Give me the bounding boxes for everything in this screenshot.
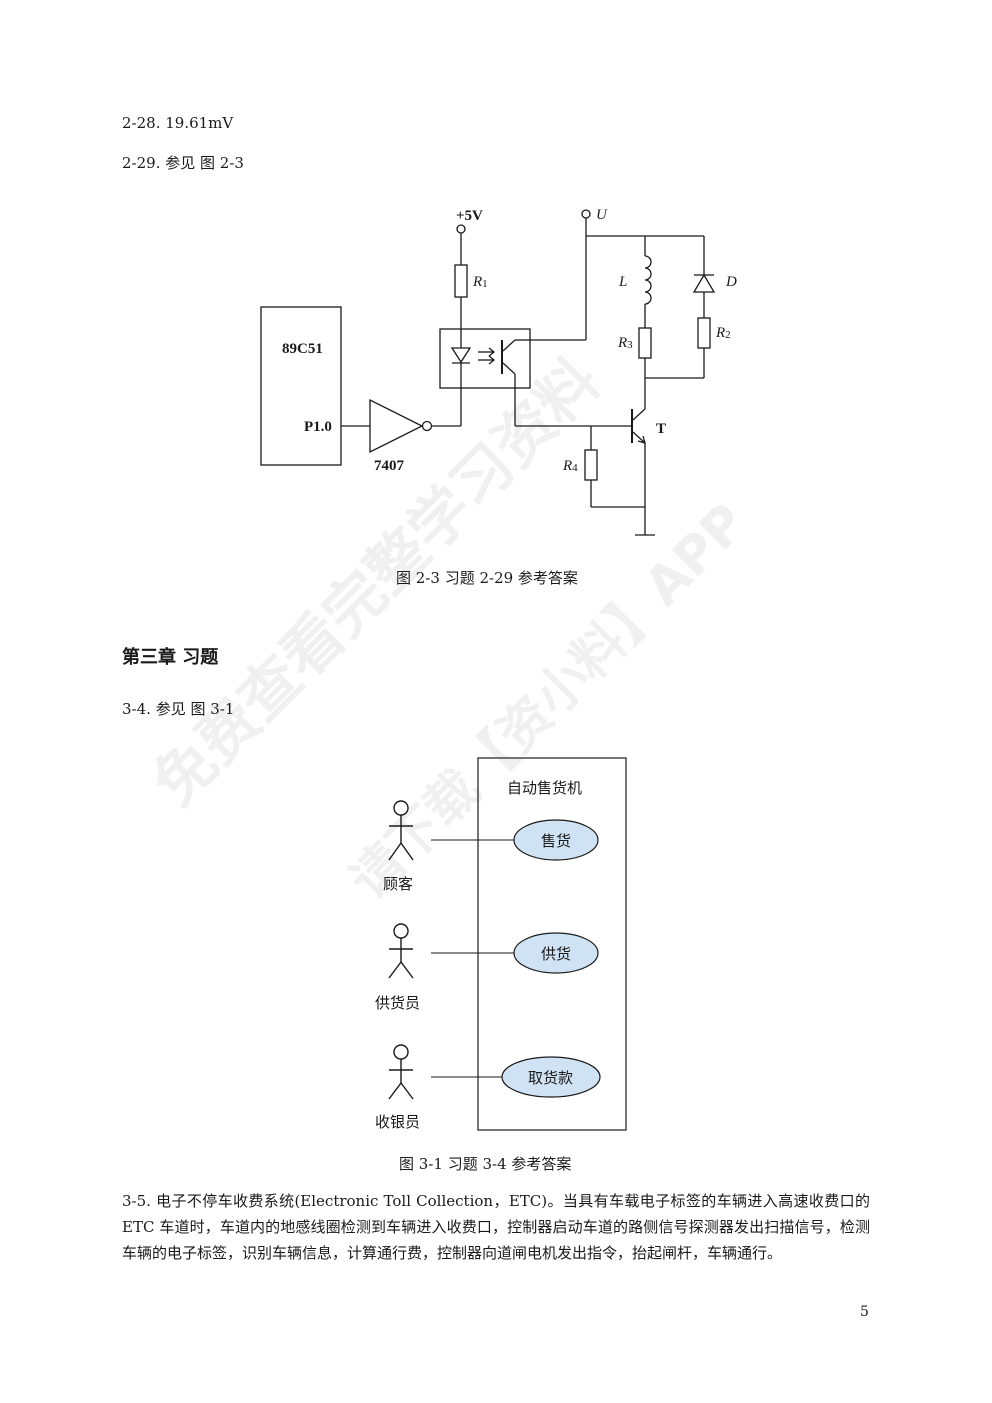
actor-icon-cashier (388, 1044, 414, 1100)
system-name: 自动售货机 (507, 779, 582, 797)
actor-label-customer: 顾客 (383, 875, 413, 893)
actor-icon-supplier (388, 923, 414, 979)
label-l: L (618, 274, 627, 290)
actor-label-supplier: 供货员 (375, 994, 420, 1012)
label-chip-89c51: 89C51 (282, 341, 323, 357)
label-u: U (596, 207, 608, 223)
label-plus5v: +5V (456, 208, 483, 224)
figure-2-3-caption: 图 2-3 习题 2-29 参考答案 (396, 569, 578, 587)
answer-2-29: 2-29. 参见 图 2-3 (122, 154, 244, 172)
chip-89c51-box (260, 306, 342, 466)
optocoupler-box (439, 328, 531, 389)
led-symbol (450, 347, 472, 364)
actor-icon-customer (388, 800, 414, 861)
use-case-label-supply: 供货 (541, 945, 571, 963)
buffer-inverter-bubble (421, 420, 433, 432)
actor-label-cashier: 收银员 (375, 1113, 420, 1131)
page-number: 5 (860, 1304, 869, 1320)
label-r3: R3 (617, 335, 633, 351)
label-t: T (656, 421, 666, 437)
use-case-supply (513, 932, 599, 974)
figure-3-1-caption: 图 3-1 习题 3-4 参考答案 (399, 1155, 572, 1173)
label-d: D (725, 274, 737, 290)
label-pin-p1-0: P1.0 (304, 419, 332, 435)
chapter-3-heading: 第三章 习题 (122, 647, 219, 668)
answer-2-28: 2-28. 19.61mV (122, 114, 234, 132)
answer-3-4: 3-4. 参见 图 3-1 (122, 700, 235, 718)
use-case-collect (501, 1056, 601, 1098)
use-case-label-collect: 取货款 (528, 1069, 573, 1087)
label-r2: R2 (715, 325, 731, 341)
transistor-t (632, 431, 646, 444)
system-boundary (477, 757, 627, 1131)
label-buffer-7407: 7407 (374, 458, 405, 474)
label-r1: R1 (472, 274, 488, 290)
use-case-sell (513, 819, 599, 861)
inductor-l (644, 255, 652, 305)
paragraph-3-5: 3-5. 电子不停车收费系统(Electronic Toll Collectio… (122, 1192, 870, 1262)
label-r4: R4 (562, 458, 578, 474)
buffer-7407-symbol (369, 398, 424, 454)
use-case-label-sell: 售货 (541, 832, 571, 850)
